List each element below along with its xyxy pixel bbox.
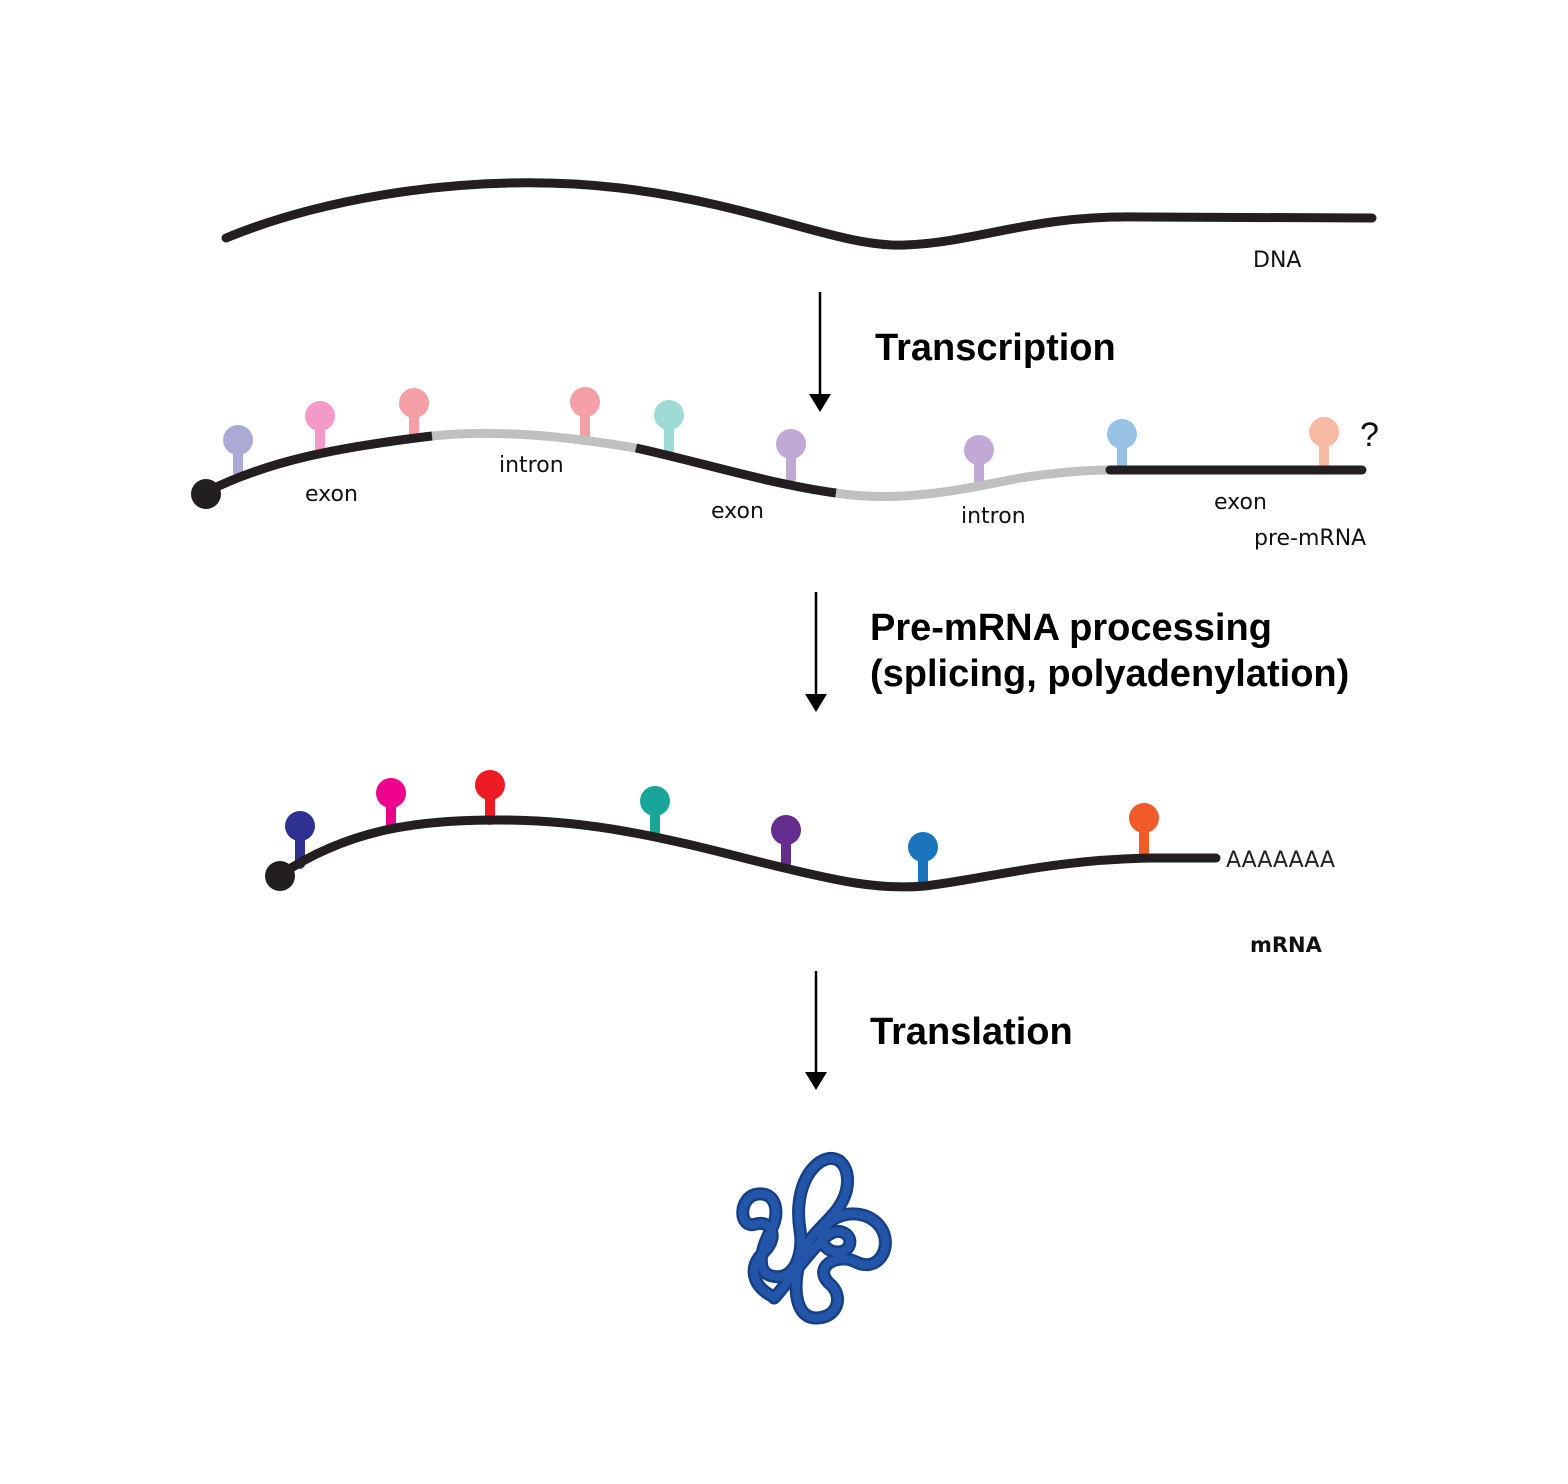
exon-label-2: exon <box>711 499 764 524</box>
rna-modification-marker-icon <box>570 387 600 442</box>
rna-modification-marker-icon <box>1129 803 1159 859</box>
intron-label-1: intron <box>499 453 564 478</box>
five-prime-cap-icon <box>191 479 221 509</box>
rna-modification-marker-icon <box>399 388 429 441</box>
pre-mrna-strand <box>201 428 1367 501</box>
pre-mrna-intron-1 <box>431 428 637 453</box>
transcription-arrow <box>809 292 831 412</box>
rna-modification-marker-icon <box>475 770 505 825</box>
exon-label-1: exon <box>305 482 358 507</box>
intron-label-2: intron <box>961 504 1026 529</box>
rna-modification-marker-icon <box>776 429 806 483</box>
rna-modification-marker-icon <box>640 786 670 841</box>
rna-modification-marker-icon <box>771 815 801 871</box>
transcription-label: Transcription <box>875 327 1116 369</box>
rna-modification-marker-icon <box>1309 417 1339 471</box>
rna-modification-marker-icon <box>654 400 684 455</box>
mrna-markers <box>285 770 1159 889</box>
five-prime-cap-icon <box>265 861 295 891</box>
rna-modification-marker-icon <box>223 425 253 477</box>
translation-label: Translation <box>870 1011 1073 1053</box>
pre-mrna-intron-2 <box>835 465 1111 501</box>
processing-label-line-1: Pre-mRNA processing <box>870 607 1272 649</box>
dna-label: DNA <box>1253 248 1301 273</box>
rna-modification-marker-icon <box>1107 419 1137 471</box>
rna-modification-marker-icon <box>908 832 938 889</box>
folded-protein-icon <box>736 1151 892 1325</box>
pre-mrna-exon-1 <box>201 431 437 497</box>
translation-arrow <box>805 971 827 1090</box>
exon-label-3: exon <box>1214 490 1267 515</box>
poly-a-tail: AAAAAAA <box>1226 848 1335 873</box>
mrna-strand <box>275 815 1221 892</box>
rna-modification-marker-icon <box>964 435 994 489</box>
mrna-label: mRNA <box>1250 933 1323 957</box>
pre-mrna-exon-2 <box>635 443 837 498</box>
processing-label-line-2: (splicing, polyadenylation) <box>870 653 1349 695</box>
pre-mrna-markers <box>223 387 1339 489</box>
dna-strand <box>221 178 1377 250</box>
pre-mrna-label: pre-mRNA <box>1254 526 1366 551</box>
processing-arrow <box>805 592 827 712</box>
unknown-mark: ? <box>1360 416 1379 454</box>
rna-modification-marker-icon <box>305 401 335 453</box>
rna-modification-marker-icon <box>376 778 406 833</box>
